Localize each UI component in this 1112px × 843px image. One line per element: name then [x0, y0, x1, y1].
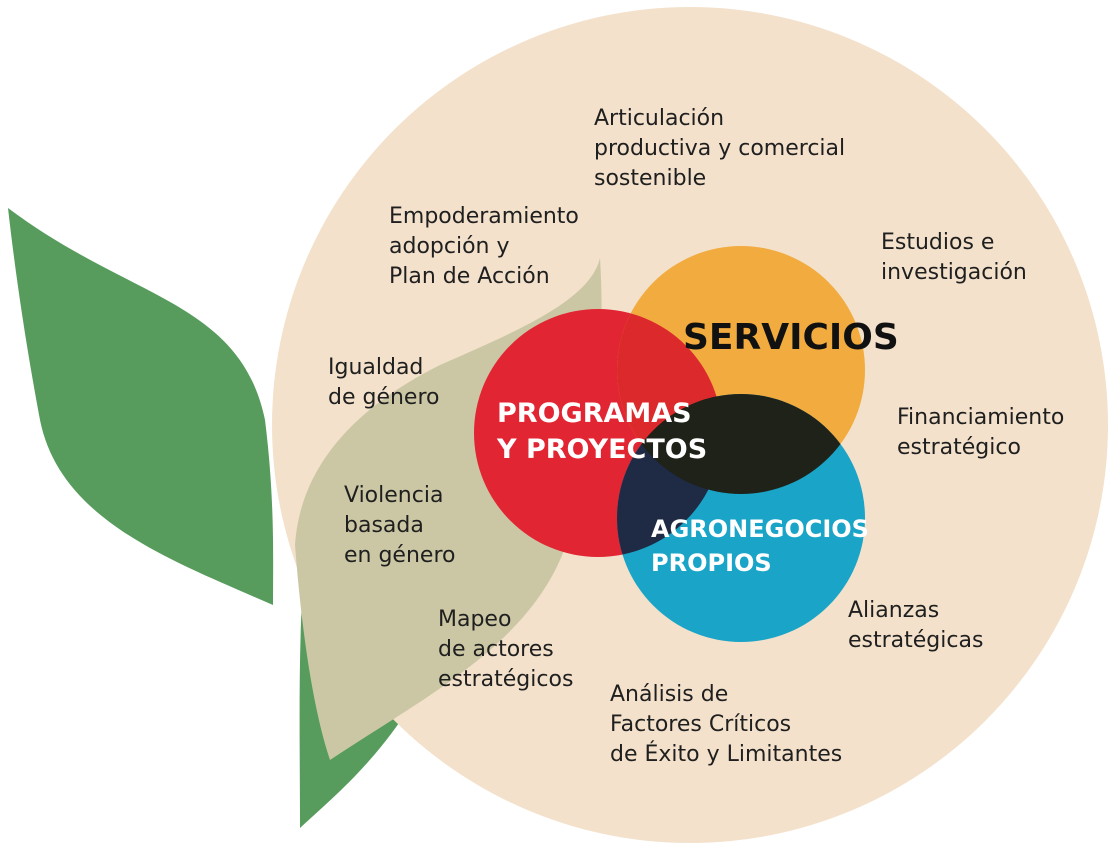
label-empoderamiento-line2: adopción y — [389, 234, 510, 259]
agronegocios-label: AGRONEGOCIOS PROPIOS — [651, 512, 869, 580]
label-estudios-line2: investigación — [881, 260, 1027, 285]
label-analisis-line2: Factores Críticos — [610, 712, 792, 737]
label-mapeo-line3: estratégicos — [438, 667, 574, 692]
label-empoderamiento-line3: Plan de Acción — [389, 264, 550, 289]
servicios-label-text: SERVICIOS — [683, 317, 899, 358]
label-financiamiento: Financiamiento estratégico — [897, 403, 1064, 463]
agronegocios-label-line2: PROPIOS — [651, 549, 772, 577]
label-analisis: Análisis de Factores Críticos de Éxito y… — [610, 680, 842, 770]
label-mapeo-line2: de actores — [438, 637, 554, 662]
left-leaf — [8, 208, 274, 605]
label-estudios: Estudios e investigación — [881, 228, 1027, 288]
label-violencia-line1: Violencia — [344, 483, 444, 508]
label-alianzas-line2: estratégicas — [848, 628, 984, 653]
label-articulacion-line1: Articulación — [594, 106, 725, 131]
label-violencia-line3: en género — [344, 543, 456, 568]
label-analisis-line1: Análisis de — [610, 682, 729, 707]
label-analisis-line3: de Éxito y Limitantes — [610, 742, 843, 767]
label-alianzas-line1: Alianzas — [848, 598, 940, 623]
servicios-label: SERVICIOS — [683, 318, 899, 358]
programas-label: PROGRAMAS Y PROYECTOS — [497, 396, 707, 468]
label-financiamiento-line2: estratégico — [897, 435, 1021, 460]
label-mapeo-line1: Mapeo — [438, 607, 512, 632]
programas-label-line1: PROGRAMAS — [497, 398, 692, 429]
label-articulacion-line3: sostenible — [594, 166, 707, 191]
label-igualdad-line2: de género — [328, 385, 440, 410]
agronegocios-label-line1: AGRONEGOCIOS — [651, 515, 869, 543]
label-empoderamiento: Empoderamiento adopción y Plan de Acción — [389, 202, 579, 292]
label-estudios-line1: Estudios e — [881, 230, 995, 255]
label-igualdad: Igualdad de género — [328, 353, 440, 413]
label-alianzas: Alianzas estratégicas — [848, 596, 983, 656]
label-violencia: Violencia basada en género — [344, 481, 455, 571]
label-empoderamiento-line1: Empoderamiento — [389, 204, 579, 229]
label-mapeo: Mapeo de actores estratégicos — [438, 605, 573, 695]
overlap-center — [617, 394, 722, 494]
label-igualdad-line1: Igualdad — [328, 355, 424, 380]
programas-label-line2: Y PROYECTOS — [497, 434, 708, 465]
label-articulacion: Articulación productiva y comercial sost… — [594, 104, 845, 194]
label-violencia-line2: basada — [344, 513, 424, 538]
label-articulacion-line2: productiva y comercial — [594, 136, 846, 161]
label-financiamiento-line1: Financiamiento — [897, 405, 1065, 430]
